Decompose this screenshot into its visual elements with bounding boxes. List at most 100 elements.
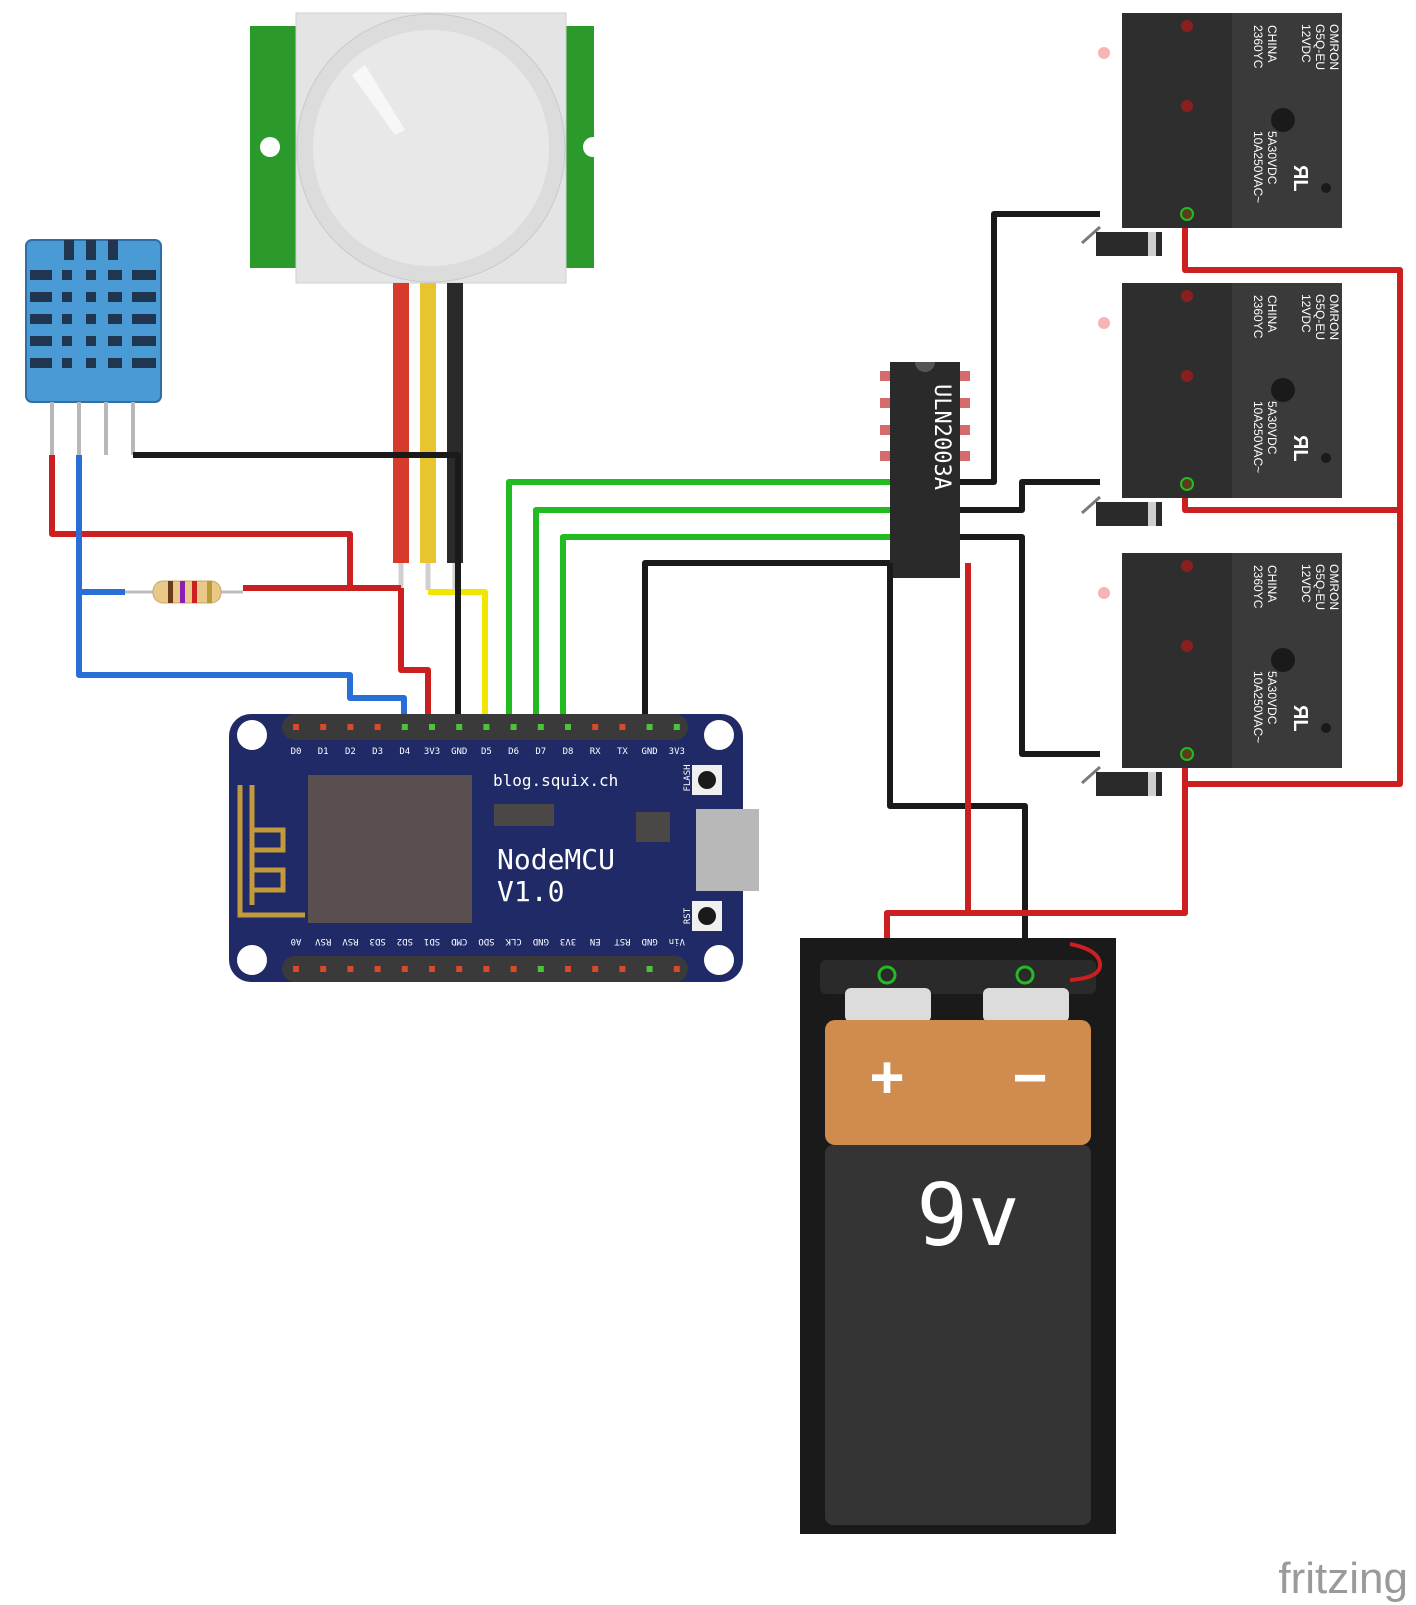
relay-text: 5A30VDC xyxy=(1265,671,1279,725)
relay-pin-nc xyxy=(1098,587,1110,599)
relay-mark: ЯL xyxy=(1289,435,1311,462)
wire-relay-bus xyxy=(1182,214,1403,787)
pin-label-top: TX xyxy=(617,747,628,757)
pin-label-top: D1 xyxy=(318,747,329,757)
pin-top-2 xyxy=(347,724,354,730)
terminal-minus xyxy=(983,988,1069,1022)
pin-bottom-2 xyxy=(347,966,354,972)
pin-bottom-5 xyxy=(429,966,435,972)
pin-label-bottom: SD1 xyxy=(424,936,440,946)
wire-dht-data xyxy=(76,455,407,722)
uln-notch xyxy=(915,362,935,372)
pin-top-8 xyxy=(510,724,517,730)
pin-top-12 xyxy=(619,724,626,730)
diode-band xyxy=(1148,772,1156,796)
battery-plus-node xyxy=(877,965,897,985)
relay-text: 5A30VDC xyxy=(1265,401,1279,455)
pin-bottom-13 xyxy=(646,966,653,972)
pin-label-bottom: GND xyxy=(641,936,657,946)
fritzing-watermark: fritzing xyxy=(1278,1554,1408,1603)
pin-label-bottom: Vin xyxy=(669,936,685,946)
board-hole-br xyxy=(704,945,734,975)
pin-label-top: D2 xyxy=(345,747,356,757)
diode-band xyxy=(1148,232,1156,256)
pin-label-bottom: EN xyxy=(590,936,601,946)
relay-pin xyxy=(1181,20,1193,32)
battery-minus-sign: − xyxy=(1012,1044,1047,1111)
relay-text: 10A250VAC~ xyxy=(1251,131,1265,203)
relay-pin xyxy=(1181,640,1193,652)
relay-text: G5Q-EU xyxy=(1313,24,1327,70)
pin-bottom-11 xyxy=(592,966,599,972)
pin-label-bottom: CMD xyxy=(451,936,467,946)
pin-bottom-7 xyxy=(483,966,490,972)
pins-bottom xyxy=(293,966,680,972)
pin-top-3 xyxy=(374,724,381,730)
pin-label-bottom: CLK xyxy=(505,936,522,946)
pin-top-0 xyxy=(293,724,299,730)
wire-d7 xyxy=(533,507,890,722)
pin-top-6 xyxy=(456,724,463,730)
relay-pin xyxy=(1181,560,1193,572)
pin-label-top: 3V3 xyxy=(424,747,440,757)
dht-sensor xyxy=(25,239,162,455)
relay-screw xyxy=(1271,378,1295,402)
relay-text: 12VDC xyxy=(1299,564,1313,603)
battery-9v: + − 9v xyxy=(800,938,1116,1534)
flash-button-cap[interactable] xyxy=(698,771,716,789)
pin-bottom-9 xyxy=(537,966,544,972)
board-hole-tr xyxy=(704,720,734,750)
chip-square xyxy=(636,812,670,842)
pin-top-9 xyxy=(537,724,544,730)
pin-label-top: 3V3 xyxy=(669,747,685,757)
relay-text: OMRON xyxy=(1327,564,1341,610)
rst-button-cap[interactable] xyxy=(698,907,716,925)
relay-1: OMRONG5Q-EU12VDCCHINA2360YC5A30VDC10A250… xyxy=(1081,13,1342,256)
board-hole-tl xyxy=(237,720,267,750)
chip-small xyxy=(494,804,554,826)
pin-label-bottom: RSV xyxy=(342,936,359,946)
pin-label-top: GND xyxy=(451,747,467,757)
uln-body xyxy=(890,362,960,578)
relay-text: 12VDC xyxy=(1299,294,1313,333)
antenna-trace xyxy=(237,785,305,918)
dht-grille xyxy=(30,240,156,368)
relay-screw xyxy=(1271,108,1295,132)
relay-pin xyxy=(1181,370,1193,382)
pin-top-13 xyxy=(646,724,653,730)
pin-bottom-1 xyxy=(320,966,327,972)
relay-text: CHINA xyxy=(1265,25,1279,62)
relay-pin-nc xyxy=(1098,47,1110,59)
relay-dot xyxy=(1321,453,1331,463)
relay-text: 10A250VAC~ xyxy=(1251,401,1265,473)
relay-pin xyxy=(1181,290,1193,302)
wire-ground-battery xyxy=(887,563,1028,975)
relay-mark: ЯL xyxy=(1289,705,1311,732)
wire-gnd-uln xyxy=(642,560,890,722)
battery-clip-wire xyxy=(1069,942,1103,982)
pin-label-top: D8 xyxy=(563,747,574,757)
pin-top-7 xyxy=(483,724,490,730)
relay-text: OMRON xyxy=(1327,24,1341,70)
diode-band xyxy=(1148,502,1156,526)
wire-pir-gnd xyxy=(455,452,461,722)
wire-relay3-coil xyxy=(960,534,1100,757)
relay-text: 12VDC xyxy=(1299,24,1313,63)
wire-pir-out xyxy=(428,589,488,722)
battery-plus-sign: + xyxy=(869,1044,904,1111)
terminal-plus xyxy=(845,988,931,1022)
pin-label-bottom: SD3 xyxy=(369,936,385,946)
pir-sensor xyxy=(250,12,603,284)
pin-label-top: D3 xyxy=(372,747,383,757)
relay-text: CHINA xyxy=(1265,295,1279,332)
relay-text: 10A250VAC~ xyxy=(1251,671,1265,743)
rst-label: RST xyxy=(683,907,693,924)
battery-voltage: 9v xyxy=(916,1166,1020,1266)
relay-2: OMRONG5Q-EU12VDCCHINA2360YC5A30VDC10A250… xyxy=(1081,283,1342,526)
pir-mount-hole-left xyxy=(260,137,280,157)
pin-bottom-10 xyxy=(565,966,571,972)
relay-pin-nc xyxy=(1098,317,1110,329)
relay-text: 5A30VDC xyxy=(1265,131,1279,185)
